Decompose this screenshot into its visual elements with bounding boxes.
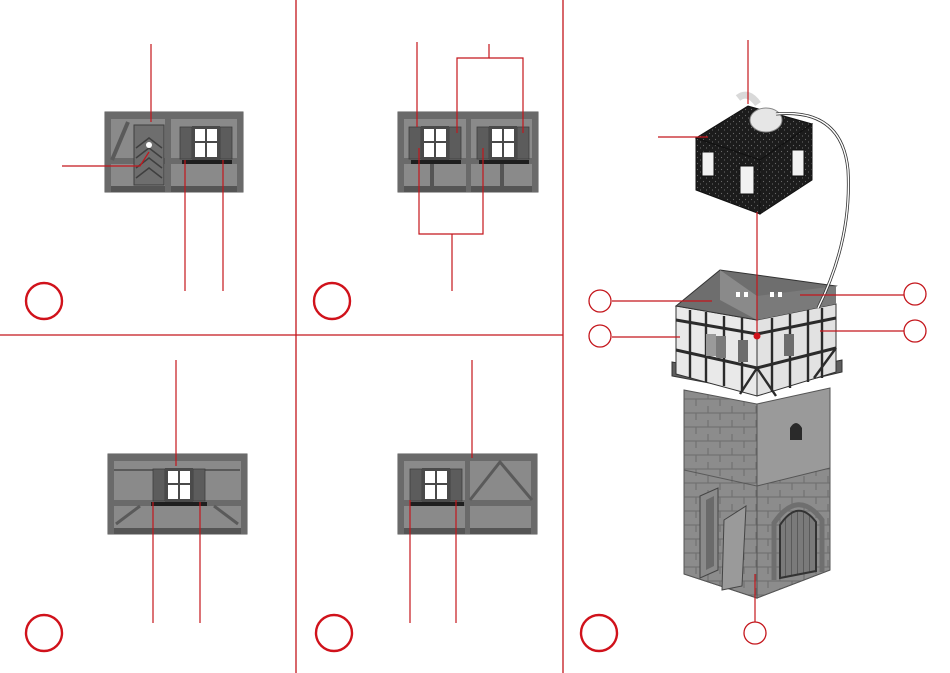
step-circle-1 [26, 283, 62, 319]
half-timbered-wall [105, 112, 243, 192]
step-circle-2 [314, 283, 350, 319]
step-1-panel [26, 44, 243, 319]
callout-circle [744, 622, 766, 644]
half-timbered-box [676, 270, 836, 396]
arched-door [780, 511, 816, 578]
step-4-panel [316, 360, 537, 651]
callout-circle [904, 283, 926, 305]
step-circle-5 [581, 615, 617, 651]
step-2-panel [314, 42, 538, 319]
half-timbered-wall [108, 454, 247, 534]
callout-circle [589, 325, 611, 347]
step-circle-3 [26, 615, 62, 651]
step-3-panel [26, 360, 247, 651]
half-timbered-wall [398, 454, 537, 534]
step-circle-4 [316, 615, 352, 651]
panel-dividers [0, 0, 563, 673]
step-5-panel [581, 40, 926, 651]
callout-circle [589, 290, 611, 312]
callout-circle [904, 320, 926, 342]
